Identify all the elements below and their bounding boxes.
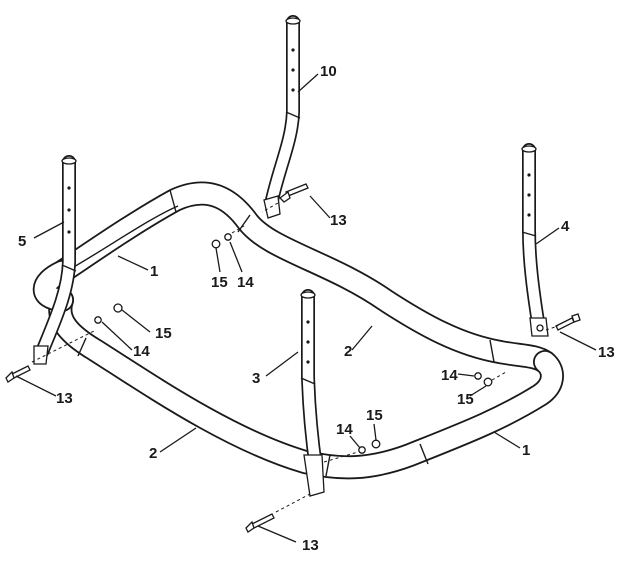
bolt-icon: [245, 513, 275, 533]
bolt-icon: [555, 313, 581, 331]
washer-icon: [474, 372, 482, 380]
washer-icon: [358, 446, 366, 454]
callout-3: 3: [252, 370, 260, 387]
washer-icon: [224, 233, 232, 241]
nut-icon: [371, 439, 381, 449]
callout-2: 2: [344, 343, 352, 360]
rear-frame-tubes: [50, 181, 557, 374]
callout-14: 14: [237, 274, 254, 291]
callout-10: 10: [320, 63, 337, 80]
callout-15: 15: [155, 325, 172, 342]
callout-14: 14: [133, 343, 150, 360]
hardware: [5, 183, 581, 533]
callout-4: 4: [561, 218, 570, 235]
nut-icon: [211, 239, 221, 249]
front-frame-tubes: [32, 189, 564, 480]
callout-1: 1: [150, 263, 158, 280]
callout-13: 13: [302, 537, 319, 554]
callout-2: 2: [149, 445, 157, 462]
callout-14: 14: [336, 421, 353, 438]
bolt-icon: [5, 365, 31, 383]
callout-13: 13: [598, 344, 615, 361]
washer-icon: [94, 316, 102, 324]
nut-icon: [113, 303, 123, 313]
callout-15: 15: [457, 391, 474, 408]
nut-icon: [483, 377, 493, 387]
callout-14: 14: [441, 367, 458, 384]
callout-13: 13: [56, 390, 73, 407]
leader-lines: [15, 73, 597, 543]
leg-post-4: [521, 143, 549, 337]
bolt-icon: [279, 183, 309, 203]
callout-13: 13: [330, 212, 347, 229]
callout-5: 5: [18, 233, 26, 250]
callout-15: 15: [211, 274, 228, 291]
callout-labels: 10 13 5 1 15 14 4 15 14 2 13 13 3 14 15 …: [18, 63, 615, 554]
callout-15: 15: [366, 407, 383, 424]
callout-1: 1: [522, 442, 530, 459]
leg-post-10: [263, 15, 301, 219]
leg-post-3: [300, 289, 325, 497]
